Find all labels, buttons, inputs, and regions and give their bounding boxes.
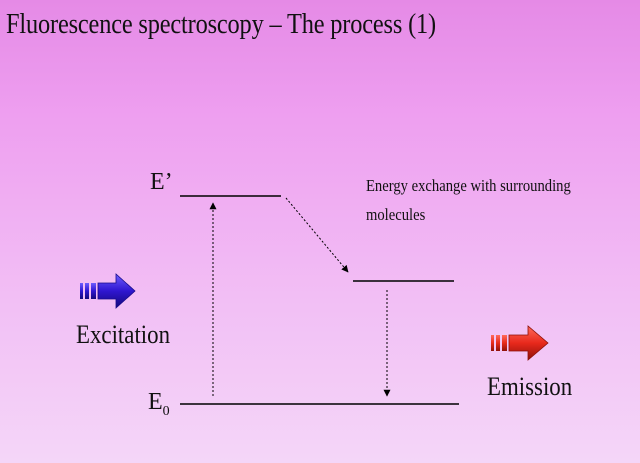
emission-label: Emission: [487, 372, 573, 401]
relaxation-arrow: [285, 197, 349, 273]
ground-state-label-subscript: 0: [162, 404, 170, 419]
emission-arrow-icon: [491, 325, 549, 361]
energy-exchange-note: Energy exchange with surrounding molecul…: [366, 171, 571, 229]
excitation-arrow-icon: [80, 273, 136, 309]
excitation-label: Excitation: [76, 320, 171, 349]
excited-state-label: E’: [150, 169, 173, 195]
ground-state-label: E0: [148, 389, 170, 420]
slide-title: Fluorescence spectroscopy – The process …: [6, 8, 436, 40]
energy-exchange-note-line2: molecules: [366, 205, 426, 224]
energy-exchange-note-line1: Energy exchange with surrounding: [366, 176, 571, 195]
ground-state-label-main: E: [148, 389, 163, 415]
